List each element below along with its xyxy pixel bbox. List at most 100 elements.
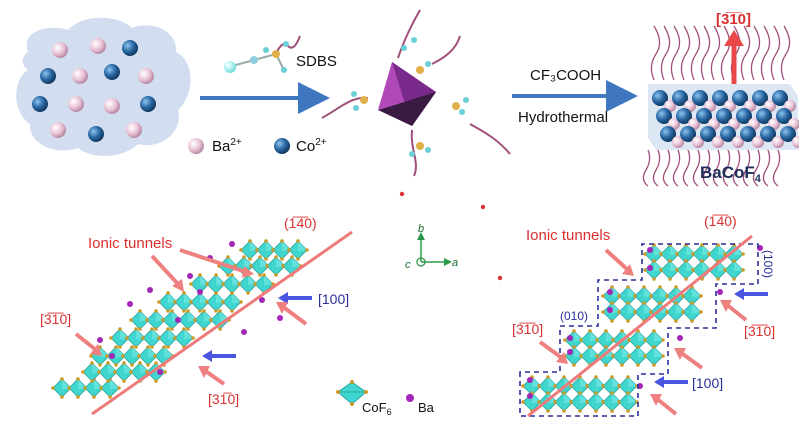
- cof6-octahedron: [221, 291, 243, 313]
- co-legend-label: Co2+: [296, 137, 327, 155]
- right-arrowhead-310-right-b: [674, 348, 686, 360]
- surfactant-chain: [732, 149, 741, 187]
- ba-ion: [104, 98, 120, 114]
- complex-structure: [321, 9, 511, 177]
- surfactant-chain: [650, 25, 661, 81]
- cof6-octahedron: [665, 301, 687, 323]
- co-ion: [122, 40, 138, 56]
- cof6-octahedron: [129, 309, 151, 331]
- surfactant-chain: [682, 149, 691, 187]
- cof6-octahedron: [137, 345, 159, 367]
- cof6-legend-icon: [336, 380, 368, 406]
- right-dir-010: (010): [560, 309, 588, 323]
- ba-ion: [72, 68, 88, 84]
- ba-legend-purple: [406, 394, 414, 402]
- co-ion: [104, 64, 120, 80]
- ba-atom: [677, 335, 683, 341]
- surfactant-chain: [690, 25, 701, 81]
- co-ion: [716, 108, 732, 124]
- cof6-octahedron: [627, 345, 649, 367]
- surfactant-chain: [642, 149, 651, 187]
- ba-atom: [127, 301, 133, 307]
- left-tunnel-arrowhead-2: [242, 266, 254, 278]
- left-arrowhead-100: [278, 292, 288, 304]
- ba-atom: [109, 353, 115, 359]
- surfactant-chain: [720, 25, 731, 81]
- left-tunnel-arrow-1: [150, 254, 180, 286]
- right-tunnel-arrowhead: [622, 264, 634, 276]
- co-ion: [680, 126, 696, 142]
- ba-ion: [50, 122, 66, 138]
- cof6-octahedron: [617, 375, 639, 397]
- co-ion: [32, 96, 48, 112]
- co-ion: [740, 126, 756, 142]
- co-legend-dot: [274, 138, 290, 154]
- co-ion: [672, 90, 688, 106]
- surfactant-chain: [780, 25, 791, 81]
- surfactant-chain: [660, 25, 671, 81]
- axis-a-label: a: [452, 257, 458, 269]
- co-ion: [756, 108, 772, 124]
- cof6-octahedron: [723, 259, 745, 281]
- left-dir-140: (1̅4̅0): [284, 215, 317, 231]
- axis-c-label: c: [405, 259, 411, 271]
- cof6-octahedron: [145, 361, 167, 383]
- right-dir-310-right: [3̅1̅0]: [744, 323, 775, 339]
- cof6-octahedron: [189, 273, 211, 295]
- ba-atom: [567, 335, 573, 341]
- cof6-octahedron: [617, 391, 639, 413]
- direction-arrow-head: [724, 30, 744, 46]
- left-tunnel-arrow-2: [179, 248, 247, 274]
- right-arrow-310-left: [538, 340, 564, 360]
- left-arrow-310-left: [74, 332, 98, 352]
- ba-atom: [241, 329, 247, 335]
- ba-atom: [527, 377, 533, 383]
- ba-atom: [717, 289, 723, 295]
- left-dir-310-left: [3̅1̅0]: [40, 311, 71, 327]
- ba-legend-dot: [188, 138, 204, 154]
- left-crystal-structure: [51, 239, 309, 399]
- cof6-octahedron: [643, 345, 665, 367]
- right-tunnel-arrow: [604, 248, 630, 272]
- co-ion: [772, 90, 788, 106]
- ba-atom: [607, 307, 613, 313]
- surfactant-chain: [652, 149, 661, 187]
- ba-ion: [138, 68, 154, 84]
- right-crystal-structure: [521, 243, 763, 413]
- left-tunnel-arrowhead-1: [172, 279, 184, 292]
- right-arrowhead-310-right: [720, 300, 732, 312]
- cof6-octahedron: [99, 377, 121, 399]
- ba-atom: [607, 289, 613, 295]
- cof6-octahedron: [221, 273, 243, 295]
- right-tunnels-label: Ionic tunnels: [526, 227, 610, 244]
- cof6-octahedron: [173, 327, 195, 349]
- right-arrowhead-bottom: [650, 394, 662, 406]
- ba-atom: [647, 265, 653, 271]
- co-ion: [88, 126, 104, 142]
- ba-atom: [259, 297, 265, 303]
- left-arrowhead-310-left: [90, 344, 102, 356]
- left-arrowhead-100-b: [202, 350, 212, 362]
- surfactant-chain: [680, 25, 691, 81]
- right-dir-140: (1̅4̅0): [704, 213, 737, 229]
- ba-atom: [567, 349, 573, 355]
- surfactant-chain: [672, 149, 681, 187]
- ba-atom: [277, 315, 283, 321]
- red-dot: [399, 191, 405, 197]
- ba-ion: [792, 136, 799, 148]
- ba-ion: [52, 42, 68, 58]
- co-ion: [656, 108, 672, 124]
- right-arrowhead-310-left: [556, 352, 568, 364]
- cof6-octahedron: [287, 239, 309, 261]
- surfactant-chain: [772, 149, 781, 187]
- co-ion: [780, 126, 796, 142]
- axes-indicator: [416, 232, 452, 267]
- cof6-octahedron: [249, 255, 271, 277]
- ba-ion: [732, 136, 744, 148]
- bacof4-crystal: [642, 25, 799, 187]
- ba-ion: [672, 136, 684, 148]
- surfactant-chain: [692, 149, 701, 187]
- co-ion: [692, 90, 708, 106]
- surfactant-chain: [740, 25, 751, 81]
